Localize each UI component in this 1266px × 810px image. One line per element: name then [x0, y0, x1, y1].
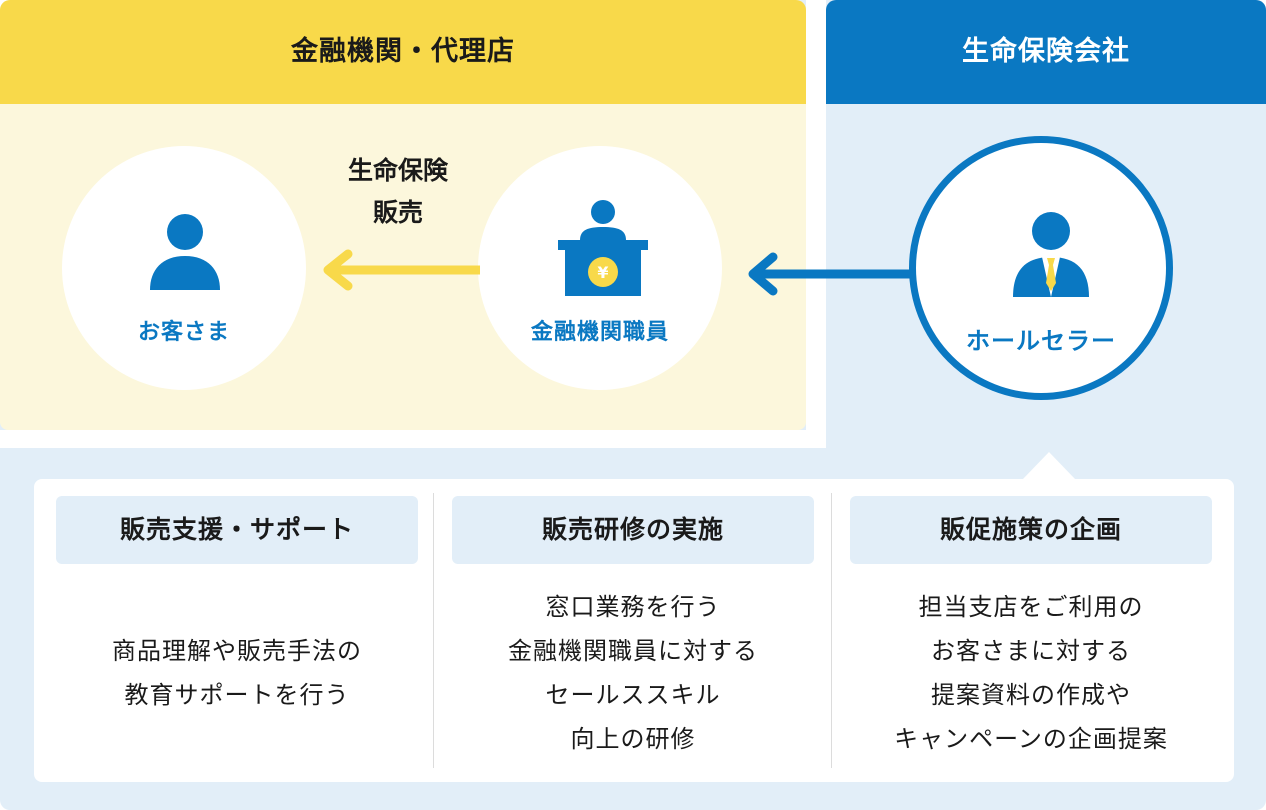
divider: [831, 493, 832, 768]
description-line: 教育サポートを行う: [124, 681, 350, 709]
role-title-promotion-planning: 販促施策の企画: [850, 496, 1212, 564]
role-description-promotion-planning: 担当支店をご利用の お客さまに対する 提案資料の作成や キャンペーンの企画提案: [850, 585, 1212, 761]
description-line: 向上の研修: [570, 725, 696, 753]
bank-staff-node: ¥ 金融機関職員: [478, 146, 722, 390]
financial-institution-header-bar: [0, 0, 806, 104]
person-icon: [150, 214, 220, 290]
description-line: 担当支店をご利用の: [918, 593, 1144, 621]
bank-staff-label: 金融機関職員: [530, 320, 669, 345]
role-title-sales-support: 販売支援・サポート: [56, 496, 418, 564]
gap: [806, 104, 826, 430]
businessman-tie-icon: [1013, 212, 1089, 297]
person-at-counter-yen-icon: ¥: [558, 200, 648, 296]
customer-label: お客さま: [137, 320, 230, 345]
role-title-sales-training: 販売研修の実施: [452, 496, 814, 564]
gap: [0, 430, 826, 448]
financial-institution-title: 金融機関・代理店: [291, 36, 515, 67]
sales-label: 生命保険 販売: [318, 150, 478, 234]
customer-node: お客さま: [62, 146, 306, 390]
sales-label-line-2: 販売: [372, 198, 423, 227]
gap: [806, 0, 826, 104]
description-line: 金融機関職員に対する: [508, 637, 758, 665]
description-line: 商品理解や販売手法の: [112, 637, 362, 665]
wholesaler-node: ホールセラー: [909, 136, 1173, 400]
life-insurance-header-bar: [826, 0, 1266, 104]
wholesaler-label: ホールセラー: [966, 327, 1116, 355]
card-pointer: [1022, 452, 1076, 480]
yen-symbol: ¥: [597, 263, 608, 282]
role-description-sales-training: 窓口業務を行う 金融機関職員に対する セールススキル 向上の研修: [452, 585, 814, 761]
description-line: セールススキル: [545, 681, 721, 709]
divider: [433, 493, 434, 768]
description-line: キャンペーンの企画提案: [894, 725, 1168, 753]
arrow-left-yellow-icon: [323, 249, 480, 291]
arrow-left-blue-icon: [748, 252, 913, 296]
description-line: 窓口業務を行う: [545, 593, 721, 621]
description-line: お客さまに対する: [931, 637, 1131, 665]
description-line: 提案資料の作成や: [931, 681, 1131, 709]
role-description-sales-support: 商品理解や販売手法の 教育サポートを行う: [56, 629, 418, 717]
sales-label-line-1: 生命保険: [347, 156, 448, 185]
life-insurance-title: 生命保険会社: [962, 36, 1130, 67]
